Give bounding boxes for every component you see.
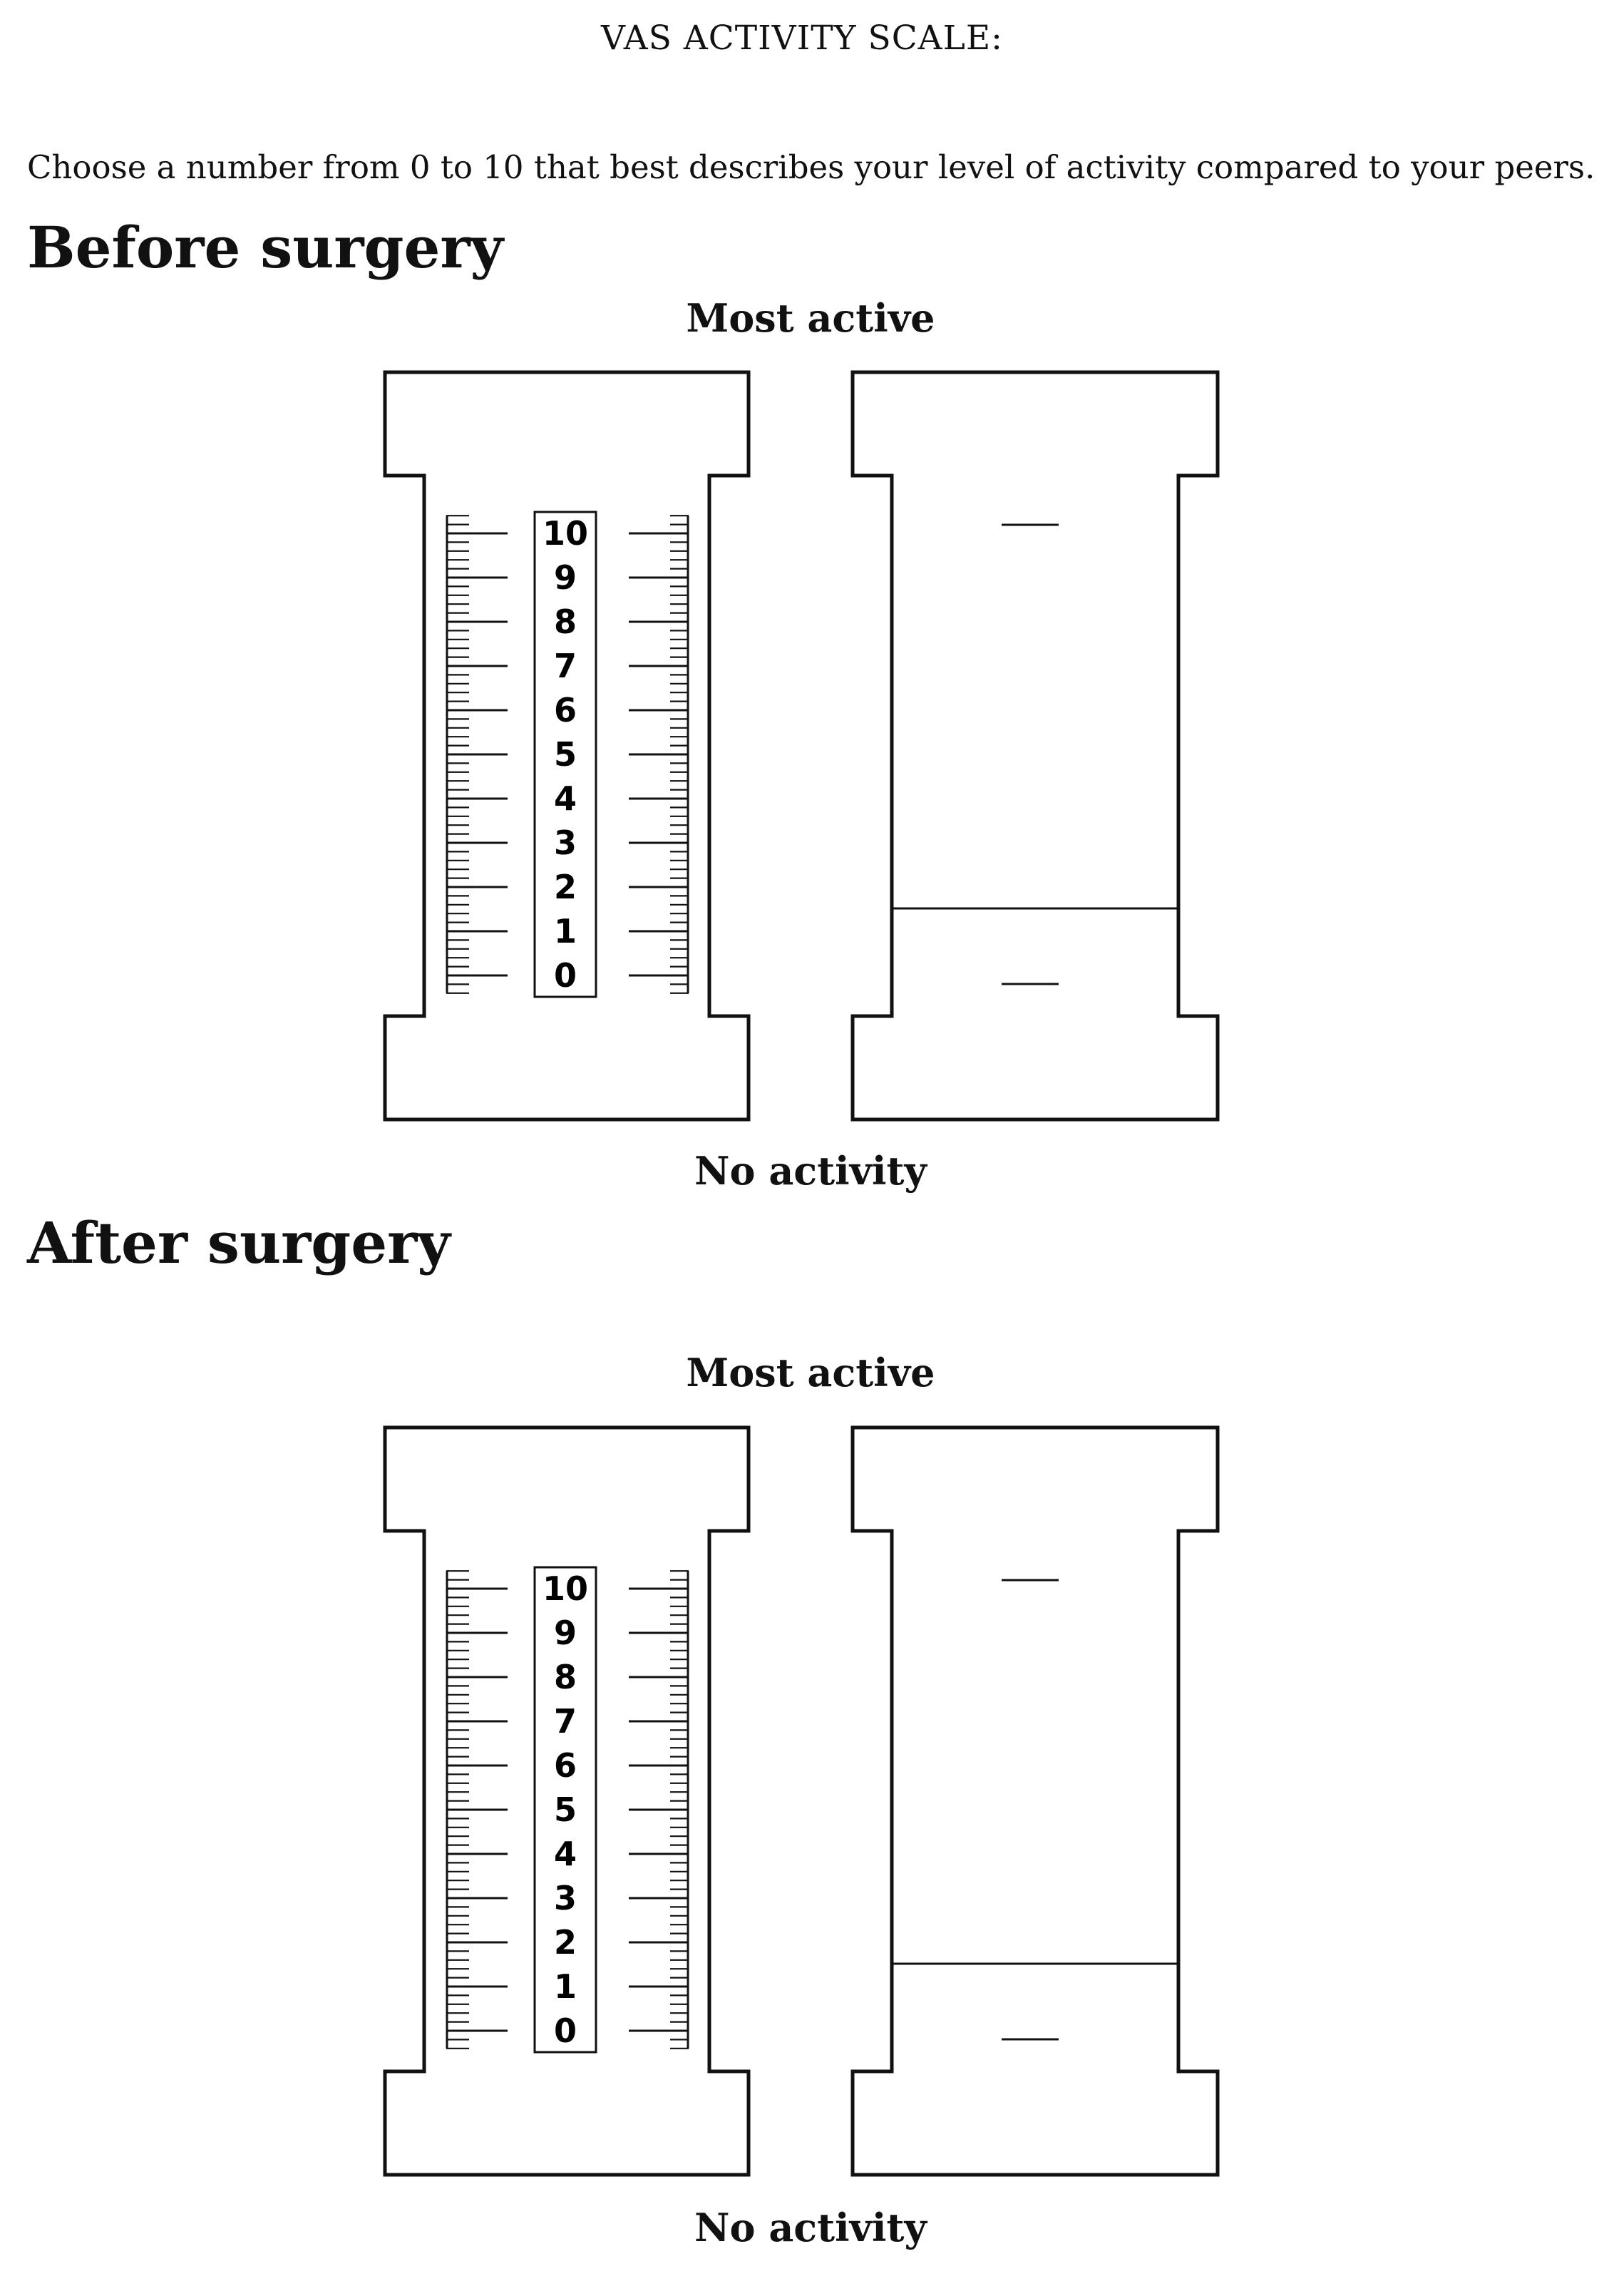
ruler-number: 1	[554, 1967, 577, 2006]
ruler-number: 5	[554, 1790, 577, 1829]
ruler-ticks-right	[629, 1570, 689, 2049]
scale-top-label: Most active	[686, 295, 935, 341]
ruler-number: 2	[554, 868, 577, 906]
card-outline	[850, 370, 1220, 1122]
ruler-number: 4	[554, 779, 577, 818]
ruler-number: 8	[554, 1658, 577, 1696]
ruler-ticks-right	[629, 515, 689, 994]
ruler-number: 5	[554, 735, 577, 774]
ruler-number-box	[533, 511, 597, 998]
ruler-number: 6	[554, 1746, 577, 1785]
section-heading: Before surgery	[27, 214, 504, 281]
scale-bottom-label: No activity	[694, 2205, 927, 2250]
vas-back-card	[850, 370, 1220, 1122]
ruler-number: 9	[554, 558, 577, 597]
ruler-number: 8	[554, 603, 577, 641]
ruler-number-box	[533, 1566, 597, 2054]
card-outline	[383, 370, 751, 1122]
ruler-number: 4	[554, 1835, 577, 1873]
scale-top-label: Most active	[686, 1350, 935, 1395]
ruler-number: 7	[554, 647, 577, 685]
ruler-number: 10	[543, 514, 588, 553]
ruler-number: 3	[554, 824, 577, 862]
vas-back-card	[850, 1425, 1220, 2177]
card-outline	[850, 1425, 1220, 2177]
ruler-number: 6	[554, 691, 577, 729]
ruler-number: 3	[554, 1879, 577, 1917]
instruction-text: Choose a number from 0 to 10 that best d…	[27, 148, 1595, 186]
ruler-number: 7	[554, 1702, 577, 1741]
ruler-number: 0	[554, 2011, 577, 2050]
ruler-number: 1	[554, 912, 577, 950]
section-heading: After surgery	[27, 1209, 451, 1276]
ruler-number: 10	[543, 1569, 588, 1608]
ruler-number: 9	[554, 1614, 577, 1652]
card-outline	[383, 1425, 751, 2177]
ruler-number: 0	[554, 956, 577, 995]
scale-bottom-label: No activity	[694, 1148, 927, 1194]
document-title: VAS ACTIVITY SCALE:	[601, 19, 1003, 58]
ruler-ticks-left	[446, 515, 508, 994]
ruler-number: 2	[554, 1923, 577, 1962]
ruler-ticks-left	[446, 1570, 508, 2049]
